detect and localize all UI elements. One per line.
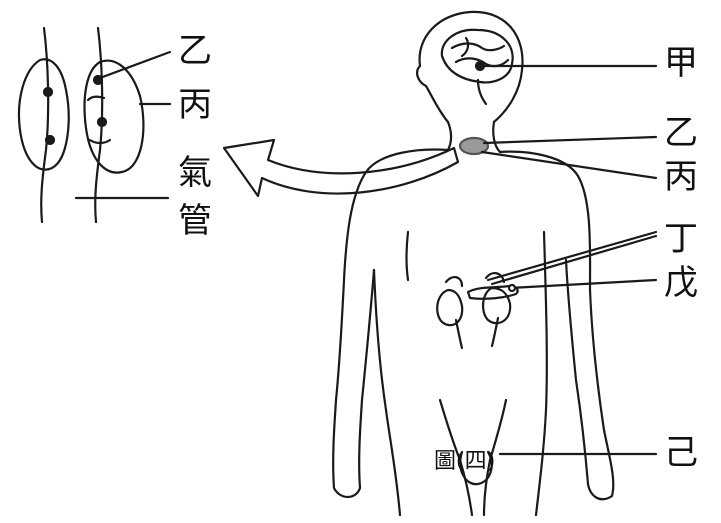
neck-right xyxy=(493,122,500,152)
parathyroid-dot-left-lower xyxy=(46,136,54,144)
thyroid-left-lobe xyxy=(19,59,69,169)
leader-bing xyxy=(482,152,656,178)
label-yi: 乙 xyxy=(664,116,698,150)
human-body xyxy=(333,12,613,515)
leader-yi xyxy=(484,137,656,143)
brain xyxy=(442,30,656,104)
label-bing: 丙 xyxy=(664,160,698,194)
label-jia: 甲 xyxy=(664,46,698,80)
parathyroid-dot-left-upper xyxy=(44,88,52,96)
magnify-arrow xyxy=(224,140,458,196)
figure-caption: 圖(四) xyxy=(434,450,495,474)
right-inner-arm xyxy=(566,260,588,484)
left-chest-line xyxy=(407,232,409,280)
label-trachea-char-1: 氣 xyxy=(178,156,212,190)
right-kidney xyxy=(483,288,510,323)
parathyroid-dot-right-lower xyxy=(98,118,106,126)
label-inset-bing: 丙 xyxy=(178,88,212,122)
brain-stem xyxy=(478,80,486,104)
leader-ding-b xyxy=(492,236,656,284)
brain-outline xyxy=(442,30,513,83)
trachea-left-wall xyxy=(41,28,48,222)
right-torso xyxy=(536,232,547,515)
left-adrenal xyxy=(446,277,462,286)
left-ureter xyxy=(456,320,462,348)
brain-fold-3 xyxy=(462,38,468,56)
brain-fold-1 xyxy=(452,44,504,51)
label-trachea-char-2: 管 xyxy=(178,204,212,238)
label-ding: 丁 xyxy=(664,222,698,256)
neck-thyroid xyxy=(460,137,656,178)
label-wu: 戊 xyxy=(664,266,698,300)
neck-left xyxy=(448,122,451,150)
left-inner-arm xyxy=(359,270,374,488)
pancreas-marker xyxy=(509,285,515,291)
leader-wu xyxy=(510,280,656,288)
label-ji: 己 xyxy=(664,436,698,470)
thyroid-right-lobe xyxy=(85,61,144,173)
left-torso xyxy=(374,270,400,515)
thyroid-inset xyxy=(19,28,170,222)
right-shoulder-arm xyxy=(500,152,613,500)
leader-ding-a xyxy=(488,232,656,280)
leader-inset-yi xyxy=(100,52,170,78)
left-kidney xyxy=(437,290,462,325)
label-inset-yi: 乙 xyxy=(178,34,212,68)
